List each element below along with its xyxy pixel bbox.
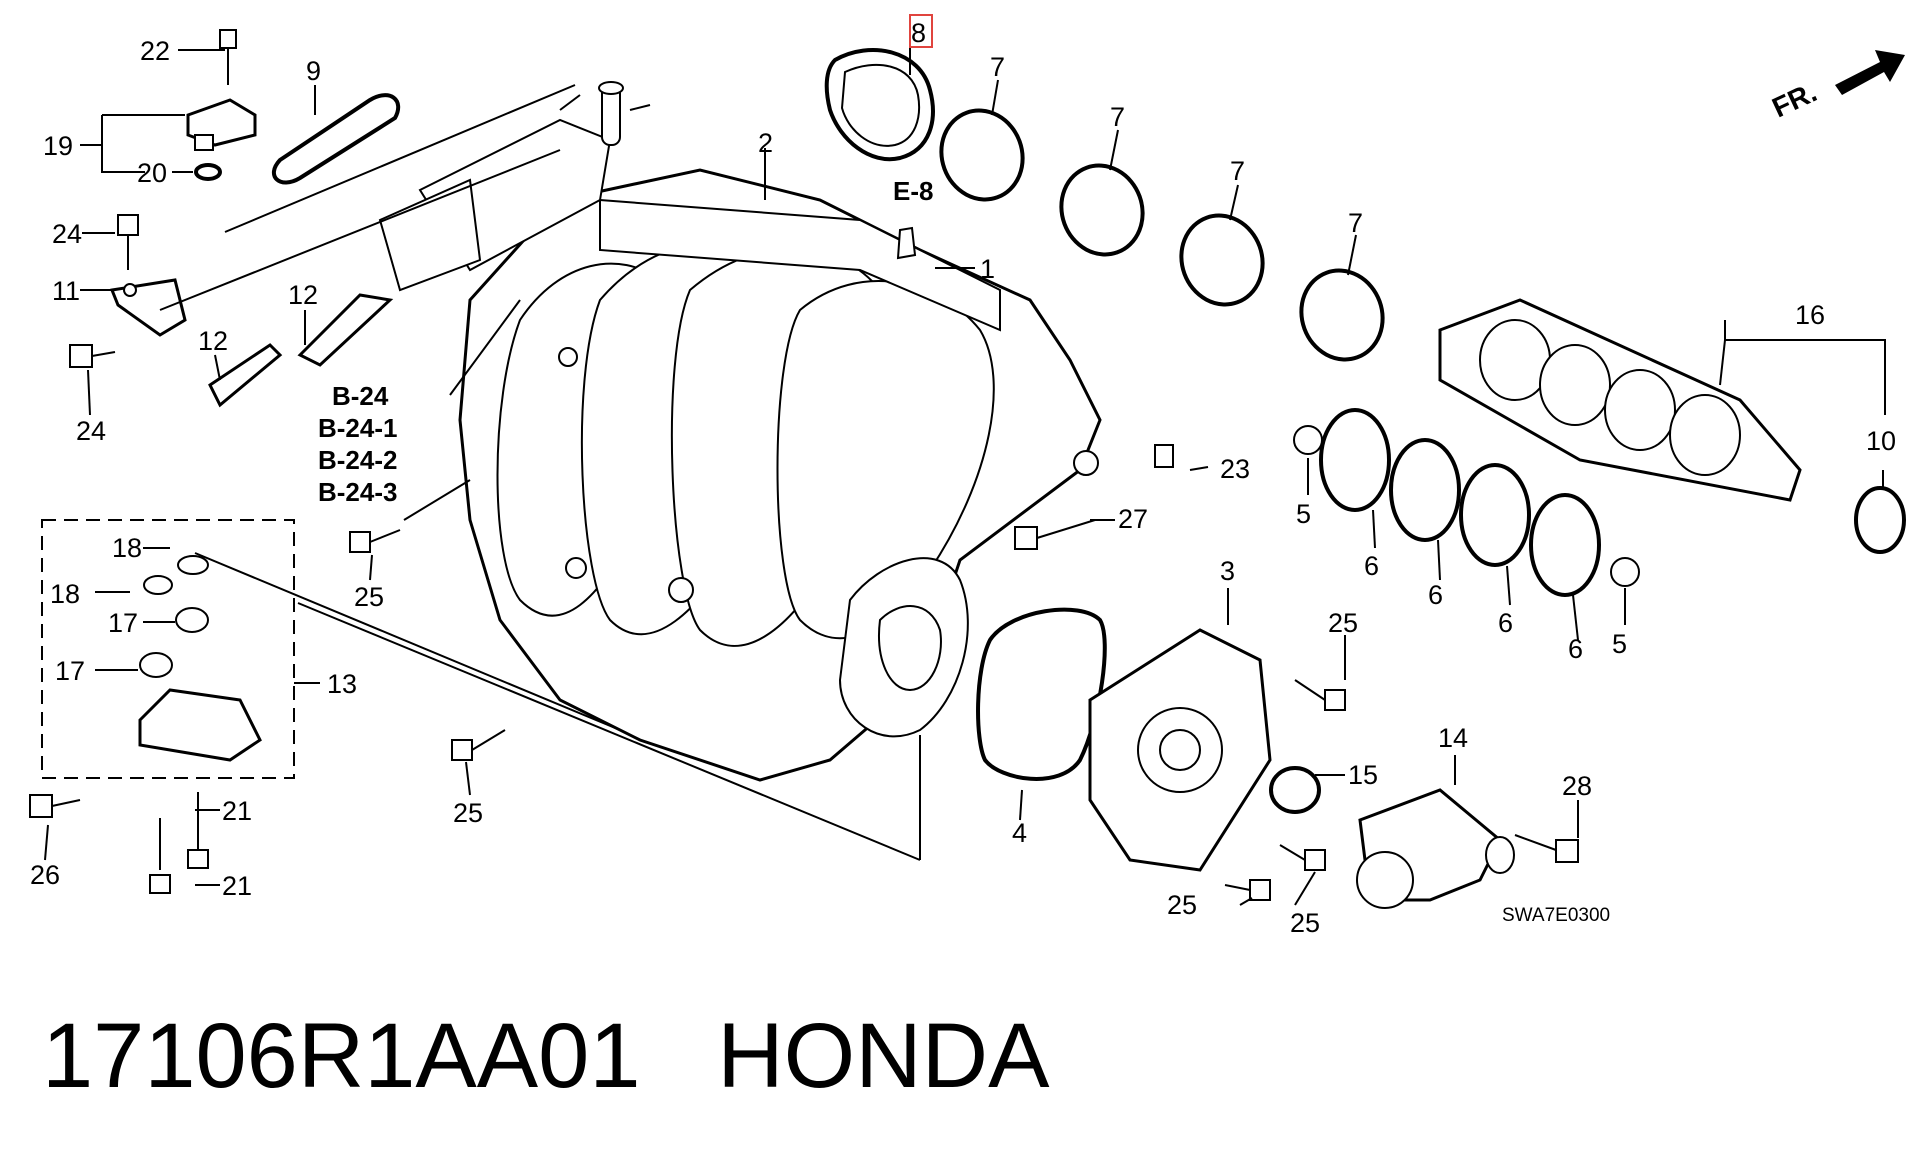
callout-20: 20	[137, 158, 167, 188]
callout-6: 6	[1498, 608, 1513, 638]
gasket-7-set	[939, 108, 1385, 362]
ref-b-24-1: B-24-1	[318, 413, 397, 443]
callout-16: 16	[1795, 300, 1825, 330]
part-number: 17106R1AA01	[42, 1005, 641, 1107]
callout-25: 25	[1328, 608, 1358, 638]
callout-5: 5	[1612, 629, 1627, 659]
callout-14: 14	[1438, 723, 1468, 753]
callout-15: 15	[1348, 760, 1378, 790]
o-ring-6-set	[1319, 408, 1601, 597]
leader-lines	[44, 40, 1886, 906]
callout-12: 12	[198, 326, 228, 356]
callout-25: 25	[1167, 890, 1197, 920]
callout-7: 7	[1348, 208, 1363, 238]
bracket-12-set	[208, 293, 394, 408]
gasket-4	[976, 607, 1107, 781]
callout-11: 11	[52, 276, 80, 306]
svg-text:FR.: FR.	[1767, 76, 1821, 123]
callout-13: 13	[327, 669, 357, 699]
callout-23: 23	[1220, 454, 1250, 484]
group-13	[29, 519, 295, 894]
callout-6: 6	[1568, 634, 1583, 664]
diagram-code: SWA7E0300	[1502, 905, 1610, 926]
bolt-24-set	[69, 214, 139, 368]
highlight-box	[909, 14, 933, 48]
intake-manifold	[378, 81, 1102, 782]
o-ring-15	[1269, 766, 1321, 814]
callout-5: 5	[1296, 499, 1311, 529]
callout-25: 25	[453, 798, 483, 828]
callout-4: 4	[1012, 818, 1027, 848]
callout-12: 12	[288, 280, 318, 310]
callout-17: 17	[55, 656, 85, 686]
callout-10: 10	[1866, 426, 1896, 456]
callout-17: 17	[108, 608, 138, 638]
throttle-body-3	[1088, 628, 1272, 872]
runner-valve-16	[1438, 298, 1802, 502]
callout-28: 28	[1562, 771, 1592, 801]
gasket-9	[272, 93, 401, 185]
front-direction-arrow: FR.	[1767, 50, 1905, 123]
bolt-22	[219, 29, 237, 85]
gasket-8	[824, 48, 935, 162]
ref-b-24-2: B-24-2	[318, 445, 397, 475]
callout-26: 26	[30, 860, 60, 890]
ref-b-24: B-24	[332, 381, 389, 411]
callout-25: 25	[1290, 908, 1320, 938]
bolt-set	[349, 226, 1579, 901]
sensor-19	[186, 98, 257, 181]
o-ring-10	[1854, 486, 1906, 554]
callout-8: 8	[911, 18, 926, 48]
callout-19: 19	[43, 131, 73, 161]
callout-21: 21	[222, 871, 252, 901]
callout-21: 21	[222, 796, 252, 826]
callout-9: 9	[306, 56, 321, 86]
callout-27: 27	[1118, 504, 1148, 534]
callout-25: 25	[354, 582, 384, 612]
callout-6: 6	[1428, 580, 1443, 610]
bracket-11	[109, 278, 187, 337]
callout-2: 2	[758, 128, 773, 158]
callout-18: 18	[112, 533, 142, 563]
callout-18: 18	[50, 579, 80, 609]
callout-24: 24	[76, 416, 106, 446]
callout-22: 22	[140, 36, 170, 66]
ref-e-8: E-8	[893, 176, 933, 206]
water-passage-14	[1356, 788, 1515, 909]
callout-3: 3	[1220, 556, 1235, 586]
callout-24: 24	[52, 219, 82, 249]
callout-7: 7	[1110, 102, 1125, 132]
callout-7: 7	[990, 52, 1005, 82]
clip-5-set	[1293, 425, 1640, 587]
callout-1: 1	[980, 254, 995, 284]
brand-name: HONDA	[717, 1005, 1050, 1107]
callout-7: 7	[1230, 156, 1245, 186]
part-number-footer: 17106R1AA01 HONDA	[42, 1010, 1049, 1102]
callout-6: 6	[1364, 551, 1379, 581]
ref-b-24-3: B-24-3	[318, 477, 397, 507]
